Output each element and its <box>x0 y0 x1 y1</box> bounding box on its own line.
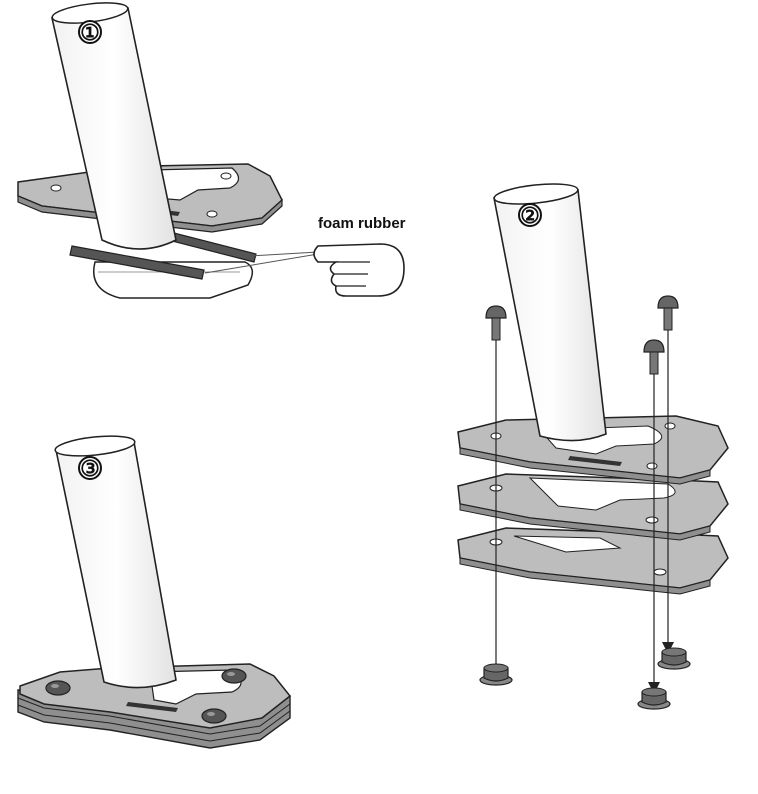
nut-icon-left <box>479 663 513 686</box>
foam-strip-back <box>167 231 257 263</box>
step-2-number: ② <box>520 203 540 228</box>
nut-icon-right <box>657 647 691 670</box>
nut-icon-center <box>637 687 671 710</box>
step-2-group: ② <box>457 183 729 710</box>
step-1-group: ① <box>17 2 283 299</box>
bolt-icon-right <box>657 295 679 331</box>
bolt-head-icon-left <box>45 680 71 696</box>
foam-rubber-label: foam rubber <box>318 215 406 232</box>
foam-rubber-callout: foam rubber <box>204 215 406 297</box>
step-2-tube <box>493 189 607 442</box>
foam-strip-front <box>69 245 205 280</box>
step-2-badge <box>518 203 542 227</box>
bolt-head-icon-front <box>201 708 227 724</box>
step-3-group: ③ <box>17 435 292 749</box>
brand-logo-step-3 <box>126 702 178 712</box>
brand-logo-step-2 <box>568 456 622 466</box>
bolt-icon-center <box>643 339 665 375</box>
step-1-number: ① <box>80 20 100 45</box>
step-3-tube <box>55 441 177 689</box>
step-3-badge <box>78 456 102 480</box>
bolt-icon-left <box>485 305 507 341</box>
pointing-hand-icon <box>313 243 405 297</box>
step-1-badge <box>78 20 102 44</box>
bolt-head-icon-top <box>221 668 247 684</box>
step-3-number: ③ <box>80 456 100 481</box>
